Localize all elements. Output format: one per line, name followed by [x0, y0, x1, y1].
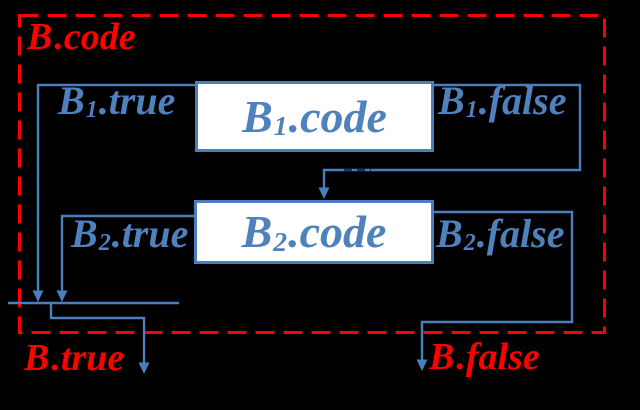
b2-true-arrowhead-icon — [56, 290, 68, 302]
b-code-dashed-boundary — [18, 14, 606, 334]
b-true-exit-connector — [49, 303, 146, 365]
b1-true-connector — [36, 83, 195, 293]
b-code-region-label: B.code — [27, 16, 136, 58]
b1-true-arrowhead-icon — [32, 290, 44, 302]
b1-true-label: B1.true — [58, 78, 176, 124]
b1-false-connector — [322, 83, 582, 190]
b-false-arrowhead-icon — [416, 359, 428, 371]
b2-true-label: B2.true — [71, 211, 189, 257]
b2-false-label: B2.false — [436, 211, 565, 257]
b2-true-connector — [60, 214, 194, 293]
b2-code-box: B2.code — [194, 200, 434, 264]
b-true-arrowhead-icon — [138, 362, 150, 374]
b1-code-box-label: B1.code — [242, 90, 387, 142]
b1-false-label: B1.false — [438, 78, 567, 124]
b-false-exit-label: B.false — [429, 336, 540, 378]
b2-false-connector — [420, 210, 574, 362]
b-true-exit-label: B.true — [24, 337, 125, 379]
b2-code-box-label: B2.code — [241, 206, 387, 257]
b1-code-box: B1.code — [195, 81, 434, 152]
b1-false-arrowhead-icon — [318, 187, 330, 199]
